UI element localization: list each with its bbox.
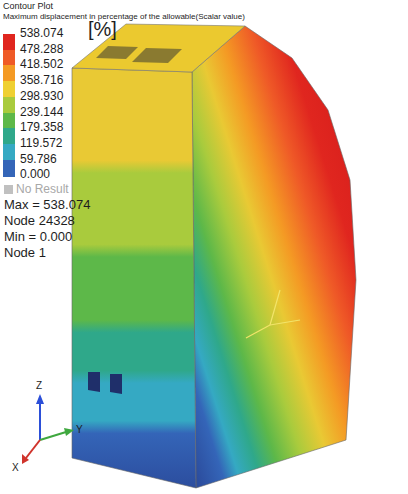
legend-value: 298.930 xyxy=(20,90,63,103)
legend-swatch xyxy=(3,144,15,161)
legend-value: 418.502 xyxy=(20,58,63,71)
legend-swatch xyxy=(3,160,15,177)
legend-swatch xyxy=(4,185,13,194)
legend-value: 538.074 xyxy=(20,27,63,40)
legend-value: 119.572 xyxy=(20,137,63,150)
legend-swatch xyxy=(3,97,15,114)
min-node: Node 1 xyxy=(4,246,46,260)
plot-title: Contour Plot xyxy=(3,2,53,12)
legend-value: 478.288 xyxy=(20,43,63,56)
legend-value: 0.000 xyxy=(20,168,50,181)
legend-swatch xyxy=(3,128,15,145)
legend-value: 239.144 xyxy=(20,106,63,119)
unit-label: [%] xyxy=(88,18,117,40)
legend-swatch xyxy=(3,65,15,82)
axis-label: Y xyxy=(76,424,83,435)
legend-swatch xyxy=(3,81,15,98)
legend-value: 179.358 xyxy=(20,121,63,134)
plot-subtitle: Maximum displacement in percentage of th… xyxy=(3,13,245,22)
axis-label: X xyxy=(12,462,19,473)
legend-no-result: No Result xyxy=(16,183,69,196)
legend-value: 59.786 xyxy=(20,153,57,166)
max-node: Node 24328 xyxy=(4,214,75,228)
legend-value: 358.716 xyxy=(20,74,63,87)
legend-swatch xyxy=(3,34,15,51)
axis-label: Z xyxy=(36,380,42,391)
min-value: Min = 0.000 xyxy=(4,230,72,244)
max-value: Max = 538.074 xyxy=(4,198,90,212)
